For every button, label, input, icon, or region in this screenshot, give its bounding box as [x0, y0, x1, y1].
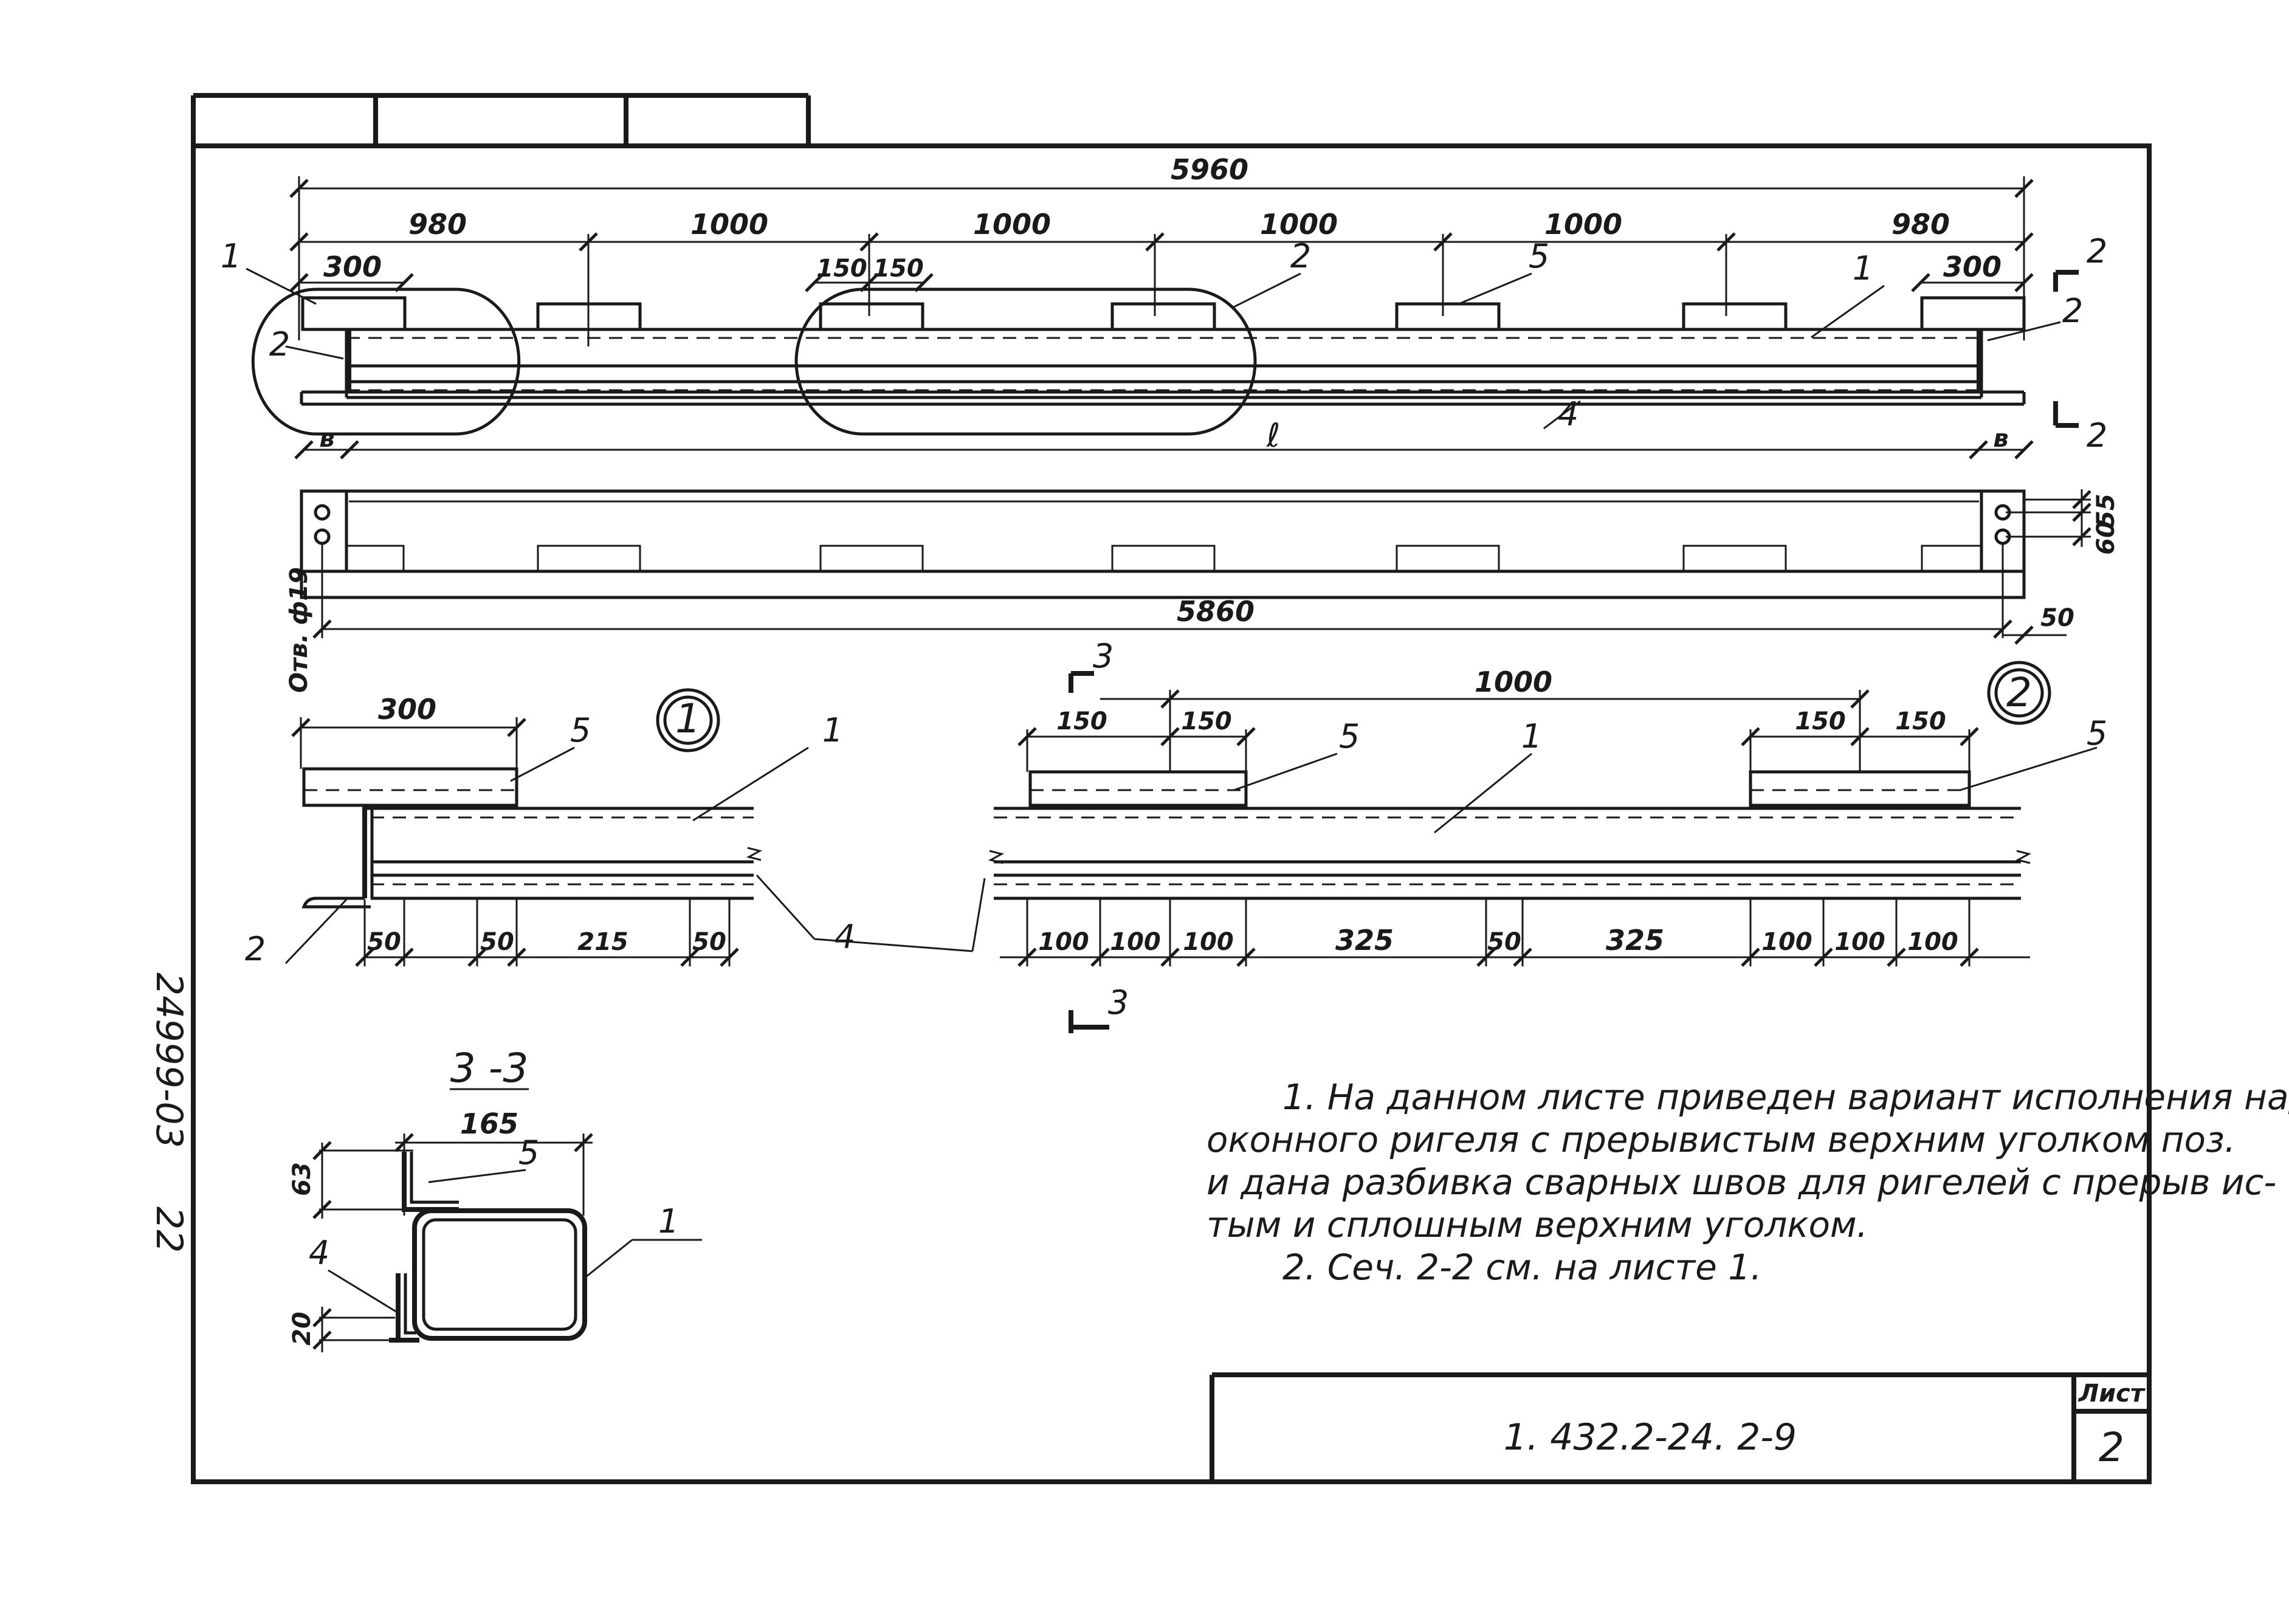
dim-space-2: 1000: [690, 208, 768, 241]
detail-1-callout-2: 2: [245, 930, 266, 968]
detail-1-dim-300: 300: [378, 693, 436, 726]
dim-pair-b: 150: [873, 255, 924, 283]
dim-end-right: 300: [1943, 250, 2002, 283]
note-line-3: и дана разбивка сварных швов для ригелей…: [1206, 1161, 2276, 1203]
callout-pos-2-left: 2: [269, 325, 290, 363]
detail-1-dim-d: 50: [692, 928, 726, 956]
dim-50: 50: [2040, 604, 2074, 632]
dim-space-5: 1000: [1544, 208, 1622, 241]
dim-overall-length: 5960: [1171, 153, 1248, 186]
detail-2-dim-i: 100: [1907, 928, 1958, 956]
callout-pos-2-right: 2: [2062, 292, 2083, 330]
doc-code: 1. 432.2-24. 2-9: [1504, 1416, 1797, 1459]
note-line-4: тым и сплошным верхним уголком.: [1206, 1204, 1868, 1245]
detail-2-dim-150-a: 150: [1056, 707, 1107, 735]
detail-2-dim-f: 325: [1606, 924, 1664, 957]
dim-pair-a: 150: [816, 255, 867, 283]
span-label: ℓ: [1266, 416, 1280, 455]
section-3-3-dim-165: 165: [460, 1107, 518, 1140]
callout-pos-4: 4: [1558, 395, 1578, 433]
detail-2-dim-d: 325: [1335, 924, 1394, 957]
dim-space-1: 980: [408, 208, 467, 241]
section-3-3-title: 3 -3: [450, 1045, 529, 1092]
section-mark-3-top: 3: [1093, 637, 1114, 675]
detail-2-dim-a: 100: [1038, 928, 1089, 956]
inventory-number: 24999-03: [148, 972, 190, 1148]
detail-2-dim-c: 100: [1183, 928, 1234, 956]
end-gap-left: в: [319, 425, 334, 453]
dim-end-left: 300: [323, 250, 382, 283]
page-number: 22: [148, 1206, 190, 1253]
main-elevation: 5960 980 1000 1000 1000 1000 980 300 300…: [221, 153, 2107, 458]
detail-2-dim-e: 50: [1487, 928, 1521, 956]
detail-1-callout-1: 1: [822, 711, 843, 749]
plan-view: 5860 55 60 50 Отв. ф19: [285, 489, 2120, 693]
detail-2-callout-5-left: 5: [1339, 717, 1360, 755]
end-gap-right: в: [1993, 425, 2008, 453]
section-3-3-dim-63: 63: [288, 1162, 316, 1196]
note-line-2: оконного ригеля с прерывистым верхним уг…: [1206, 1119, 2236, 1160]
detail-1-dim-c: 215: [577, 928, 628, 956]
detail-1-marker: 1: [675, 695, 701, 742]
detail-1-callout-5: 5: [570, 711, 591, 749]
sheet-frame: [191, 93, 2152, 1484]
dim-space-3: 1000: [973, 208, 1051, 241]
sheet-label: Лист: [2078, 1380, 2146, 1408]
dim-60: 60: [2092, 521, 2120, 555]
notes-block: 1. На данном листе приведен вариант испо…: [1206, 1076, 2289, 1288]
callout-pos-1-left: 1: [221, 237, 241, 275]
detail-2-dim-b: 100: [1110, 928, 1161, 956]
detail-2-callout-5-right: 5: [2087, 714, 2107, 752]
section-mark-2-bottom: 2: [2087, 416, 2107, 455]
note-line-1: 1. На данном листе приведен вариант испо…: [1282, 1076, 2289, 1118]
callout-pos-5: 5: [1529, 237, 1549, 275]
section-mark-2-top: 2: [2087, 232, 2107, 270]
callout-pos-1-right: 1: [1853, 249, 1873, 287]
detail-2-dim-150-d: 150: [1895, 707, 1946, 735]
detail-2-dim-150-c: 150: [1795, 707, 1846, 735]
margin-stamp: 24999-03 22: [148, 972, 190, 1253]
dim-bottom-length: 5860: [1177, 595, 1255, 628]
section-3-3: 3 -3 165 63 20 5 1 4: [288, 1045, 702, 1352]
detail-2-dim-g: 100: [1761, 928, 1812, 956]
detail-2-dim-150-b: 150: [1181, 707, 1232, 735]
detail-2: 2 3 3 1000 150 150 150 150: [988, 637, 2107, 1033]
callout-pos-2-mid: 2: [1290, 237, 1311, 275]
sheet-number: 2: [2099, 1424, 2124, 1471]
detail-2-marker: 2: [2006, 669, 2032, 716]
section-3-3-callout-4: 4: [309, 1234, 329, 1272]
hole-note: Отв. ф19: [285, 567, 313, 693]
detail-1-callout-4: 4: [835, 918, 855, 956]
detail-2-dim-1000: 1000: [1475, 666, 1552, 698]
dim-55: 55: [2092, 494, 2120, 528]
section-3-3-dim-20: 20: [288, 1312, 316, 1346]
note-line-5: 2. Сеч. 2-2 см. на листе 1.: [1282, 1247, 1762, 1288]
section-3-3-callout-5: 5: [518, 1134, 539, 1172]
detail-1-dim-a: 50: [367, 928, 401, 956]
dim-space-6: 980: [1891, 208, 1950, 241]
dim-space-4: 1000: [1260, 208, 1338, 241]
section-mark-3-bottom: 3: [1108, 983, 1129, 1022]
detail-2-dim-h: 100: [1834, 928, 1885, 956]
title-block: 1. 432.2-24. 2-9 Лист 2: [1210, 1372, 2149, 1482]
section-3-3-callout-1: 1: [658, 1202, 679, 1240]
detail-2-callout-1: 1: [1521, 717, 1542, 755]
detail-1-dim-b: 50: [480, 928, 514, 956]
detail-1: 1 300 50 50 215 50 5 1: [245, 688, 986, 968]
